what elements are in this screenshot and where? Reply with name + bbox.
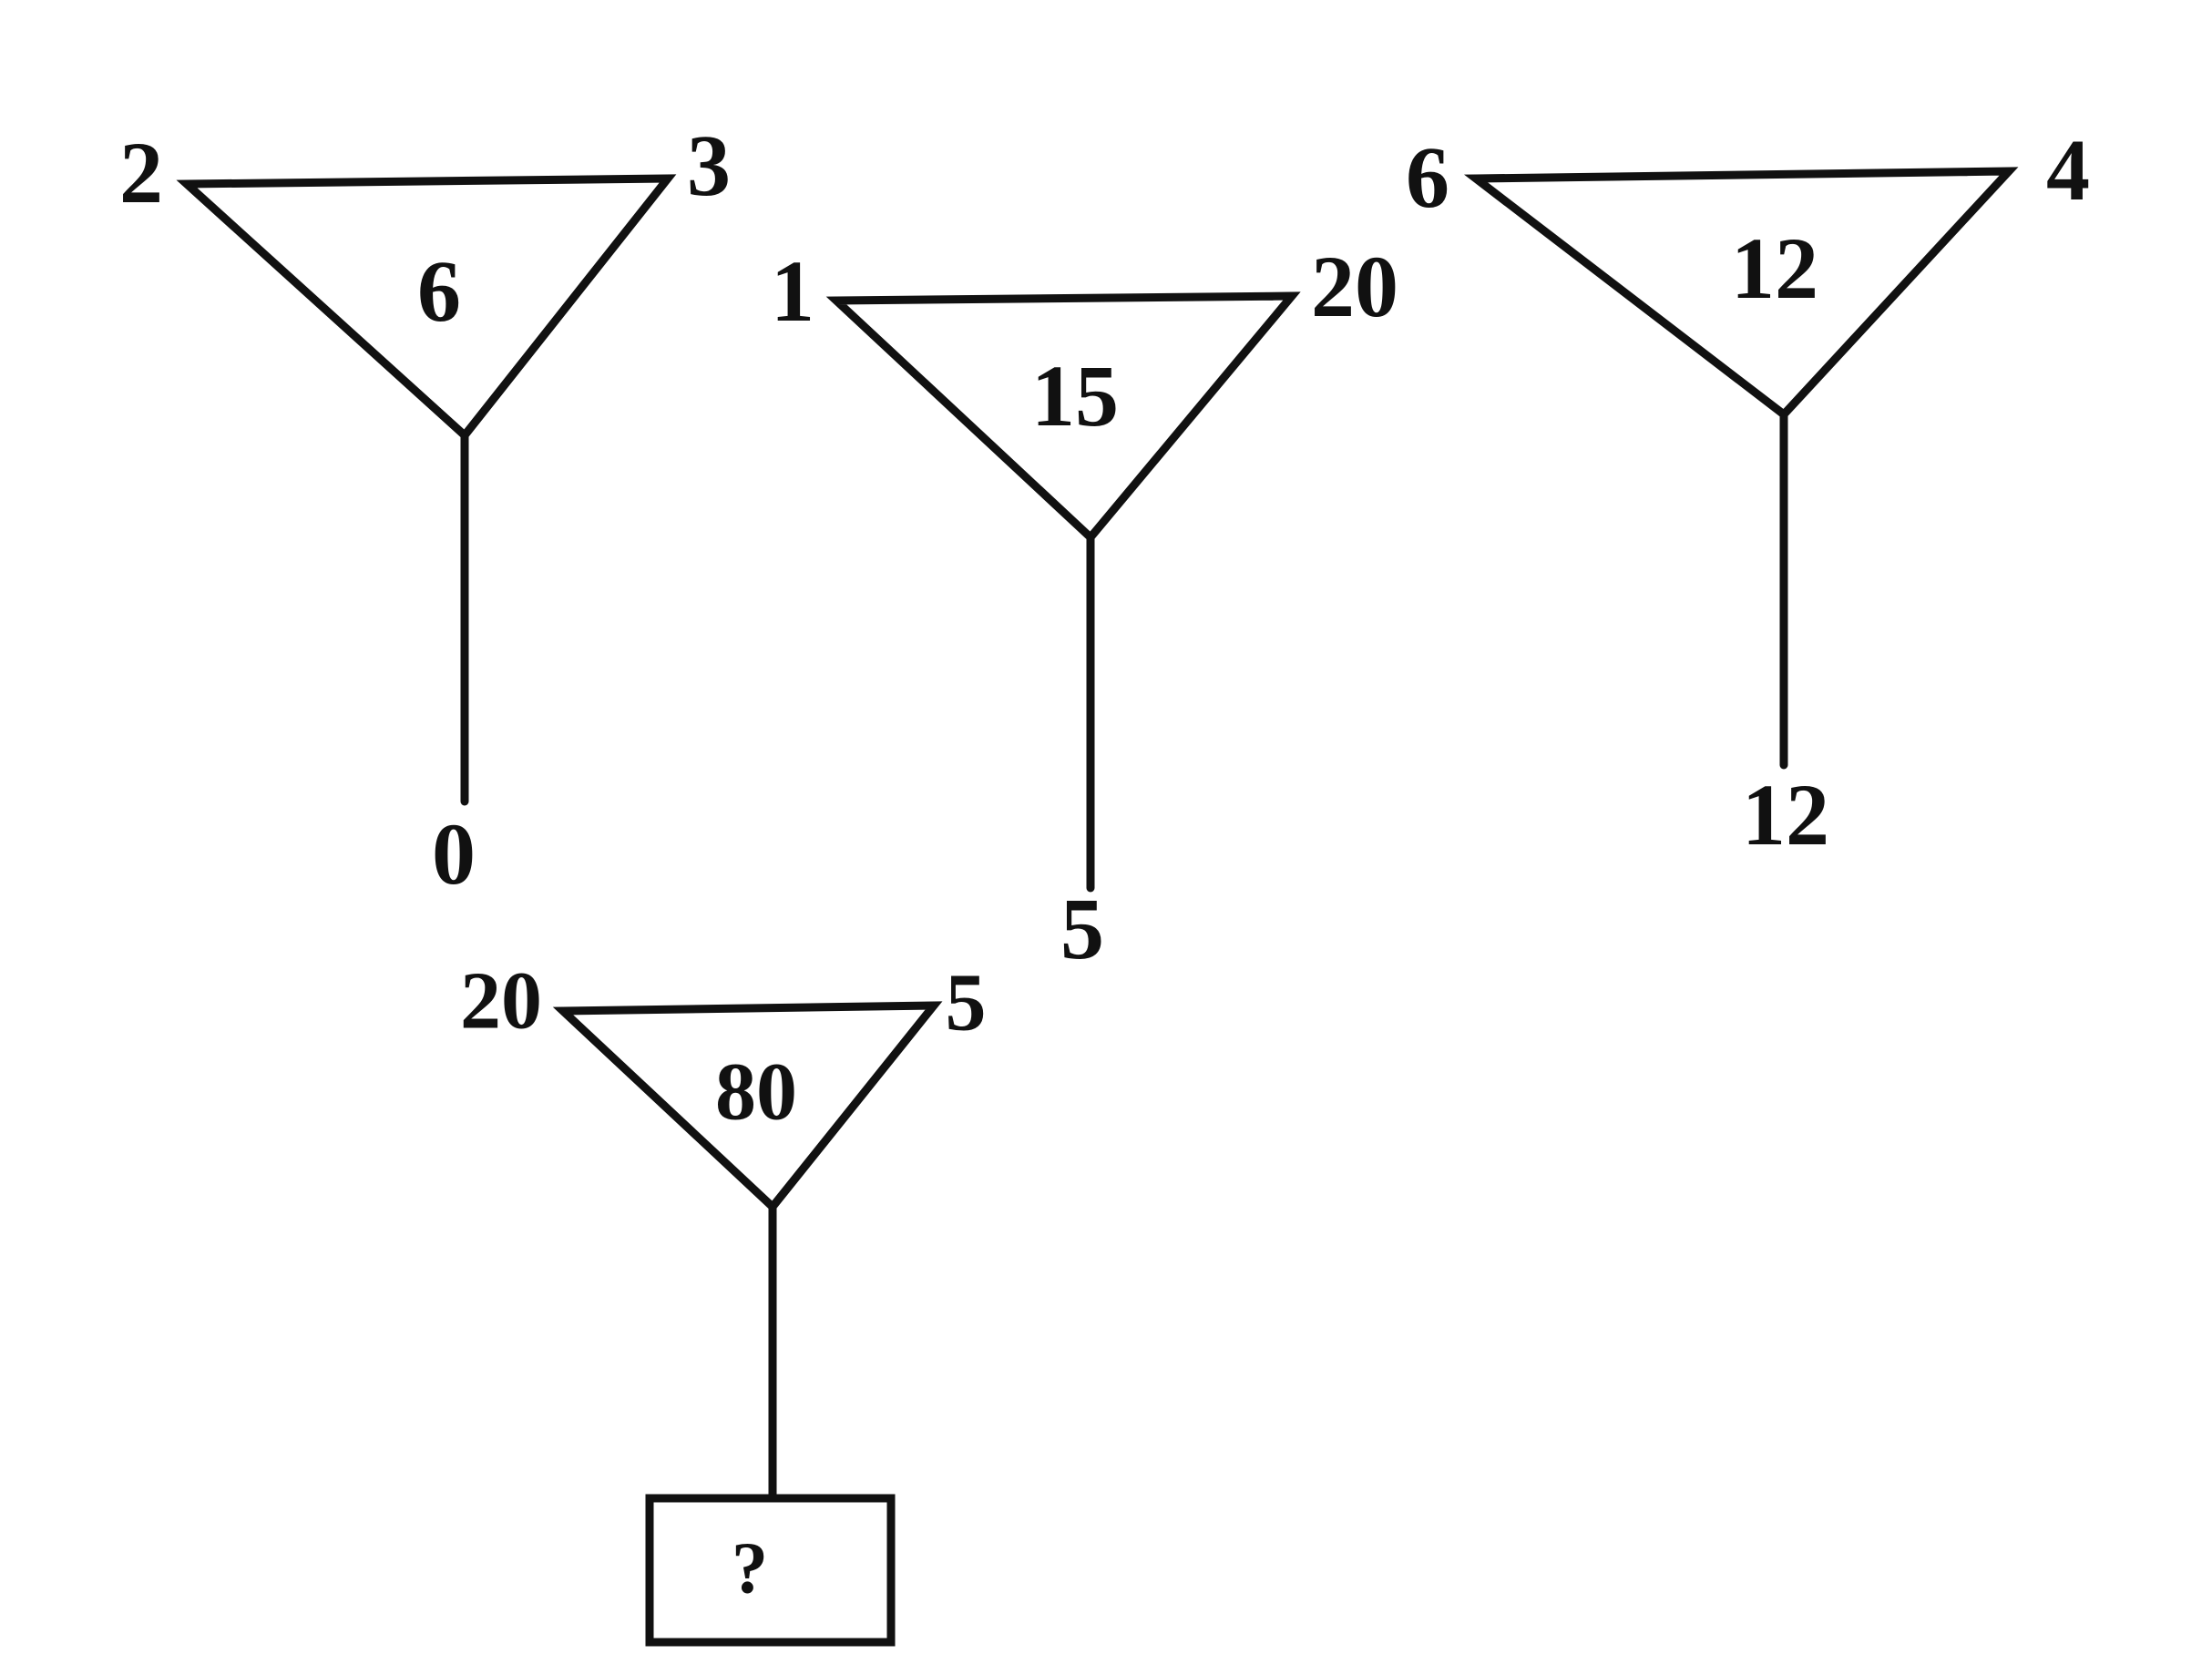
figure-1-bottom-number: 0 [432,805,476,903]
figure-3: 6 4 12 12 [1406,121,2090,863]
figure-4-right-number: 5 [946,958,987,1048]
figure-1: 2 3 6 0 [119,117,731,903]
answer-box-question-mark: ? [732,1528,768,1608]
figure-4-left-number: 20 [460,956,542,1047]
figure-1-triangle [176,174,677,442]
figure-1-left-number: 2 [119,124,163,221]
figure-3-triangle [1463,167,2019,421]
figure-3-bottom-number: 12 [1742,766,1829,863]
figure-1-center-number: 6 [417,242,461,340]
figure-2-center-number: 15 [1031,347,1119,444]
figure-2-triangle [825,291,1301,544]
figure-2-left-number: 1 [771,242,814,340]
figure-3-center-number: 12 [1731,220,1818,317]
figure-4: 20 5 80 ? [460,956,987,1647]
figure-4-triangle [552,1001,943,1213]
figure-2: 1 20 15 5 [771,238,1398,977]
figure-2-bottom-number: 5 [1060,880,1104,977]
figure-4-center-number: 80 [715,1047,797,1138]
figure-1-right-number: 3 [687,117,731,214]
figure-2-right-number: 20 [1311,238,1398,335]
figure-3-left-number: 6 [1406,128,1449,226]
answer-box [645,1494,896,1647]
figure-3-right-number: 4 [2046,121,2090,219]
